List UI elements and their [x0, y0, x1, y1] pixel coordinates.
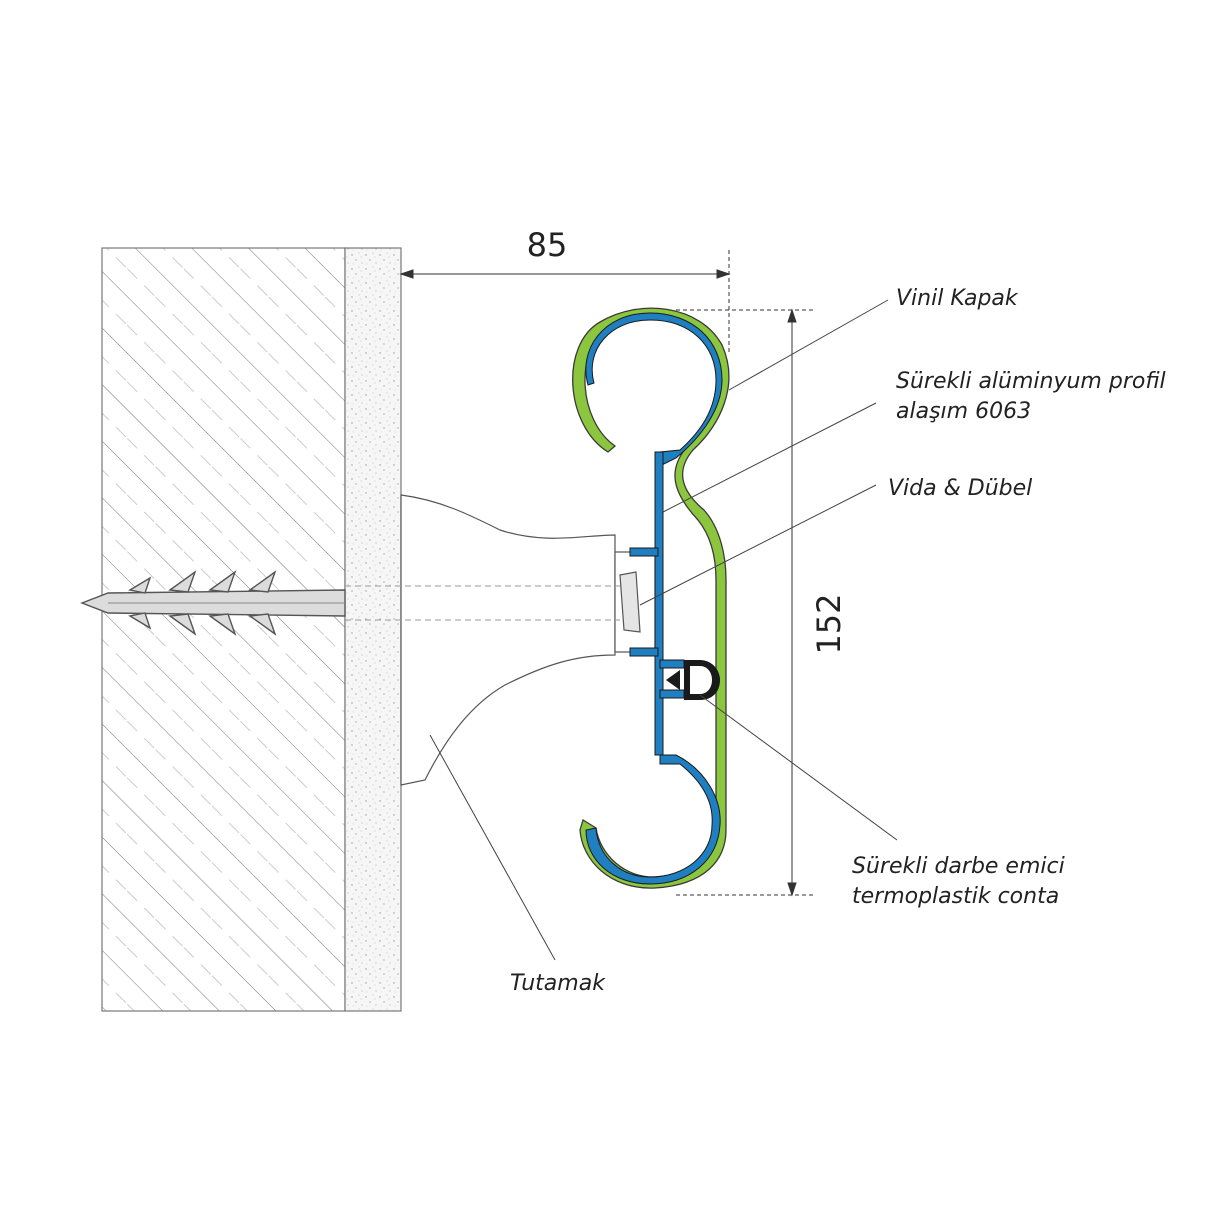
- leader-aluminum-profile: [662, 402, 877, 513]
- bracket-shape: [400, 494, 616, 786]
- plaster-layer: [344, 247, 402, 1012]
- leader-vinyl-cover: [728, 299, 889, 391]
- leader-screw-dowel: [639, 484, 877, 606]
- leader-gasket: [699, 694, 898, 841]
- dimension-85: [399, 250, 731, 355]
- label-gasket-2: termoplastik conta: [852, 884, 1059, 909]
- dimension-85-label: 85: [527, 226, 568, 264]
- thermoplastic-gasket: [666, 660, 720, 700]
- leader-bracket: [429, 734, 556, 961]
- label-bracket: Tutamak: [510, 971, 606, 996]
- label-aluminum-profile-1: Sürekli alüminyum profil: [896, 369, 1166, 394]
- label-aluminum-profile-2: alaşım 6063: [896, 399, 1031, 424]
- dimension-152: [676, 308, 816, 897]
- label-gasket-1: Sürekli darbe emici: [852, 854, 1065, 879]
- label-screw-dowel: Vida & Dübel: [888, 476, 1032, 501]
- concrete-wall: [101, 247, 346, 1012]
- screw-head: [619, 571, 641, 633]
- dowel-and-screw: [80, 570, 346, 636]
- label-vinyl-cover: Vinil Kapak: [896, 286, 1019, 311]
- dimension-152-label: 152: [810, 593, 848, 654]
